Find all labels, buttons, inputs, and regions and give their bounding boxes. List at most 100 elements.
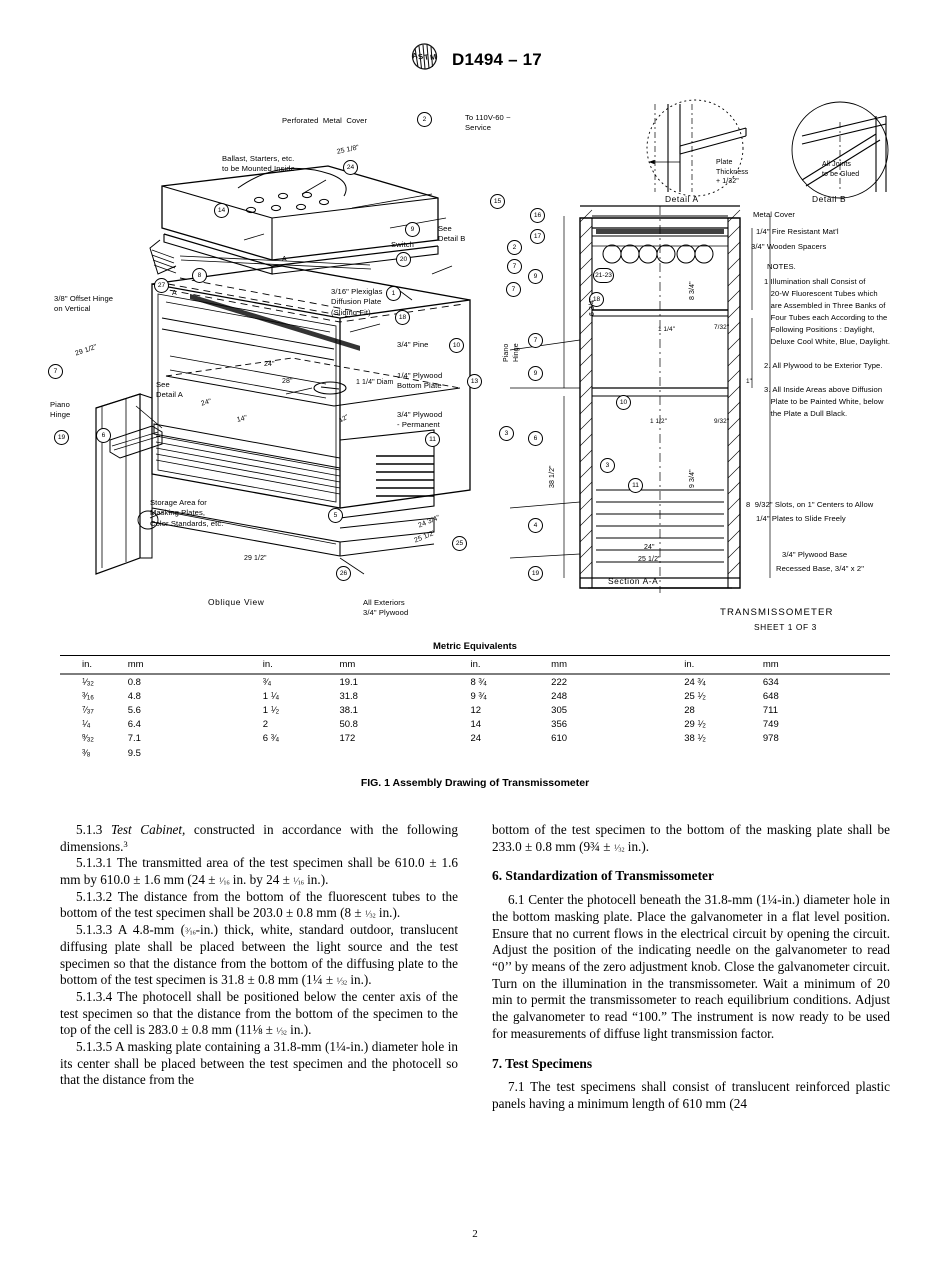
page-header: A S T M D1494 – 17 <box>0 42 950 77</box>
balloon-26: 26 <box>336 566 351 581</box>
table-cell: 5.6 <box>127 704 141 716</box>
notes-heading: NOTES. <box>767 262 796 271</box>
callout-fire-resistant: 1/4" Fire Resistant Mat'l <box>756 227 839 236</box>
body-paragraph: 5.1.3.1 The transmitted area of the test… <box>60 855 458 888</box>
table-cell <box>551 746 678 760</box>
table-cell: 6 3⁄4 <box>262 733 280 745</box>
table-cell <box>678 746 763 760</box>
table-cell: 50.8 <box>339 719 358 731</box>
table-cell: 634 <box>762 676 779 688</box>
table-cell: 3⁄8 <box>82 747 91 758</box>
balloon-18b: 18 <box>589 292 604 307</box>
astm-logo-icon: A S T M <box>408 42 442 77</box>
callout-see-detail-a: See Detail A <box>156 380 183 400</box>
figure-caption: FIG. 1 Assembly Drawing of Transmissomet… <box>360 777 590 789</box>
callout-metal-cover: Metal Cover <box>753 210 796 219</box>
table-cell: 648 <box>762 690 779 702</box>
title-block-sheet: SHEET 1 OF 3 <box>754 622 817 632</box>
balloon-7b: 7 <box>506 282 521 297</box>
table-cell: 9⁄32 <box>82 733 94 744</box>
balloon-2: 2 <box>417 112 432 127</box>
callout-slots: 8 9/32" Slots, on 1" Centers to Allow <box>746 500 874 509</box>
col-header-mm-4: mm <box>762 655 890 675</box>
table-row: 3⁄8 9.5 <box>60 746 890 760</box>
dimension-28: 28" <box>282 378 293 385</box>
col-header-in-4: in. <box>678 655 763 675</box>
metric-table-caption: Metric Equivalents <box>433 641 517 652</box>
view-label-section-aa: Section A-A <box>608 576 659 586</box>
callout-pine: 3/4" Pine <box>397 340 429 349</box>
svg-text:A: A <box>411 51 418 61</box>
table-cell: 4.8 <box>127 690 141 702</box>
left-text-column: 5.1.3 Test Cabinet, constructed in accor… <box>60 822 458 1089</box>
standard-designation: D1494 – 17 <box>452 49 542 69</box>
callout-plates-slide-freely: 1/4" Plates to Slide Freely <box>756 514 846 523</box>
balloon-10: 10 <box>449 338 464 353</box>
balloon-21-23: 21-23 <box>593 268 614 283</box>
dimension-6-3-4: 6 3/4" <box>589 297 596 316</box>
table-cell: 29 1⁄2 <box>684 719 706 731</box>
col-header-in-3: in. <box>466 655 552 675</box>
callout-piano-hinge-left: Piano Hinge <box>50 400 71 420</box>
right-text-column: bottom of the test specimen to the botto… <box>492 822 890 1113</box>
col-header-in-1: in. <box>60 655 128 675</box>
table-cell: 24 <box>470 733 482 745</box>
table-cell: 8 3⁄4 <box>470 676 487 688</box>
table-cell: 31.8 <box>339 690 358 702</box>
assembly-drawing-figure: Perforated Metal Cover 2 Ballast, Starte… <box>40 88 910 632</box>
body-paragraph: 5.1.3.2 The distance from the bottom of … <box>60 888 458 921</box>
callout-wooden-spacers: 3/4" Wooden Spacers <box>751 242 827 251</box>
callout-1-1-4-diam: 1 1/4" Diam <box>356 379 394 386</box>
balloon-14: 14 <box>214 203 229 218</box>
col-header-mm-1: mm <box>127 655 255 675</box>
callout-perforated-metal-cover: Perforated Metal Cover <box>282 116 368 125</box>
note-1-line-2: 20-W Fluorescent Tubes which <box>764 289 878 298</box>
section-arrow-a-top: A <box>282 256 287 263</box>
balloon-9c: 9 <box>528 366 543 381</box>
balloon-11b: 11 <box>628 478 643 493</box>
balloon-19b: 19 <box>528 566 543 581</box>
dimension-9-32: 9/32" <box>714 418 730 425</box>
balloon-8: 8 <box>192 268 207 283</box>
note-3-line-3: the Plate a Dull Black. <box>764 409 848 418</box>
title-block-title: TRANSMISSOMETER <box>720 607 834 618</box>
balloon-25: 25 <box>452 536 467 551</box>
note-1-line-4: Four Tubes each According to the <box>764 313 888 322</box>
balloon-18: 18 <box>395 310 410 325</box>
note-3-line-1: 3. All Inside Areas above Diffusion <box>764 385 883 394</box>
table-cell: 172 <box>339 733 356 745</box>
dimension-1-1-4: 1 1/4" <box>658 326 676 333</box>
callout-service-110v: To 110V-60 ~ Service <box>465 113 511 133</box>
table-cell: 248 <box>551 690 568 702</box>
table-cell <box>763 746 890 760</box>
callout-plywood-base: 3/4" Plywood Base <box>782 550 848 559</box>
balloon-16: 16 <box>530 208 545 223</box>
balloon-6a: 6 <box>96 428 111 443</box>
table-cell: 978 <box>762 733 779 745</box>
body-paragraph: 5.1.3.4 The photocell shall be positione… <box>60 988 458 1038</box>
metric-equivalents-table: Metric Equivalents in. mm in. mm in. mm … <box>60 641 890 760</box>
balloon-3b: 3 <box>600 458 615 473</box>
table-cell: 28 <box>684 704 695 716</box>
body-paragraph: 5.1.3.5 A masking plate containing a 31.… <box>60 1038 458 1088</box>
body-paragraph: 5.1.3.3 A 4.8-mm (3⁄16-in.) thick, white… <box>60 922 458 988</box>
svg-text:T: T <box>423 52 429 62</box>
table-cell: 9.5 <box>127 747 141 759</box>
table-cell: 7⁄37 <box>82 704 94 716</box>
note-1-line-3: are Assembled in Three Banks of <box>764 301 886 310</box>
table-cell: 1⁄32 <box>82 676 94 687</box>
callout-piano-hinge-section: Piano Hinge <box>503 343 520 362</box>
note-1-line-1: 1 Illumination shall Consist of <box>764 277 866 286</box>
callout-all-exteriors: All Exteriors 3/4" Plywood <box>363 598 409 618</box>
balloon-17: 17 <box>530 229 545 244</box>
balloon-13: 13 <box>467 374 482 389</box>
table-cell: 24 3⁄4 <box>684 676 706 688</box>
table-cell: 1 1⁄4 <box>262 690 280 702</box>
dimension-29-1-2-b: 29 1/2" <box>244 555 267 562</box>
note-3-line-2: Plate to be Painted White, below <box>764 397 884 406</box>
table-cell: 3⁄16 <box>82 690 94 702</box>
dimension-8-3-4: 8 3/4" <box>689 281 696 300</box>
note-1-line-6: Deluxe Cool White, Blue, Daylight. <box>764 337 891 346</box>
dimension-7-32: 7/32" <box>714 324 730 331</box>
